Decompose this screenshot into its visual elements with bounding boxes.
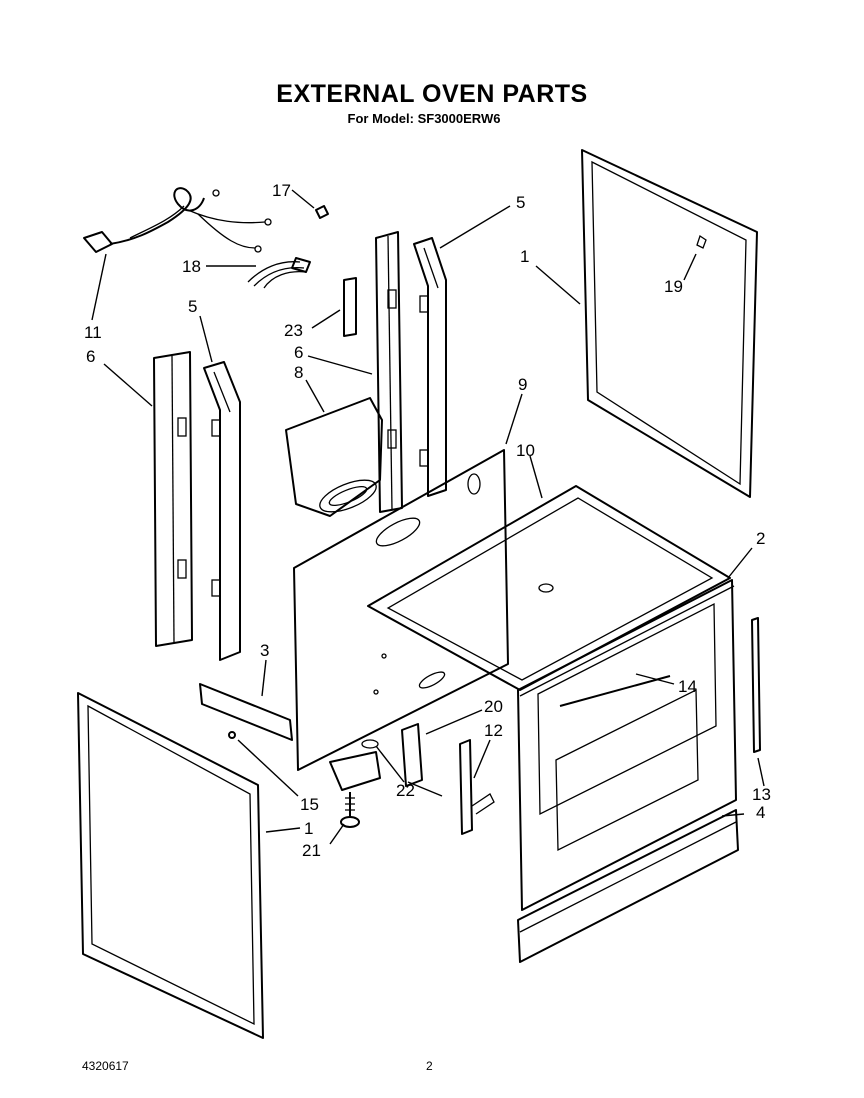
callout-1-bottom: 1 [304,819,313,838]
callout-4: 4 [756,803,765,822]
top-panel [367,485,731,691]
callout-2: 2 [756,529,765,548]
rail-left [203,361,241,661]
small-bracket [401,723,423,787]
front-frame [517,579,737,911]
wire-harness [247,257,311,289]
callout-23: 23 [284,321,303,340]
document-number: 4320617 [82,1059,129,1073]
leveling-leg [340,792,360,828]
bracket-23 [343,277,357,337]
callout-15: 15 [300,795,319,814]
back-panel [293,449,509,771]
callout-6-right: 6 [294,343,303,362]
power-cord [83,187,272,253]
callout-21: 21 [302,841,321,860]
side-panel-right-top [581,149,758,498]
callout-17: 17 [272,181,291,200]
toe-kick [517,809,739,963]
callout-6-left: 6 [86,347,95,366]
page-title: EXTERNAL OVEN PARTS [276,80,588,108]
callout-19: 19 [664,277,683,296]
trim-strip [559,675,671,707]
callout-3: 3 [260,641,269,660]
bottom-bracket [199,683,293,741]
callout-12: 12 [484,721,503,740]
side-channel-left [153,351,193,647]
screw-15 [228,731,236,739]
callout-20: 20 [484,697,503,716]
callout-1-top: 1 [520,247,529,266]
callout-labels: 1 1 2 3 4 5 5 6 6 8 9 10 11 12 13 14 15 … [84,181,771,860]
vent-duct [285,397,383,517]
page-number: 2 [426,1059,433,1073]
callout-22: 22 [396,781,415,800]
callout-5-right: 5 [516,193,525,212]
support-bracket [459,739,495,835]
callout-5-left: 5 [188,297,197,316]
small-clip [315,205,329,219]
rail-right [413,237,447,497]
callout-9: 9 [518,375,527,394]
callout-18: 18 [182,257,201,276]
side-panel-left-bottom [77,692,264,1039]
callout-14: 14 [678,677,697,696]
side-trim [751,617,761,753]
callout-10: 10 [516,441,535,460]
callout-leaders [91,189,765,845]
callout-11: 11 [84,323,102,342]
callout-13: 13 [752,785,771,804]
leg-bracket [329,739,381,791]
callout-8: 8 [294,363,303,382]
model-subtitle: For Model: SF3000ERW6 [347,111,501,126]
